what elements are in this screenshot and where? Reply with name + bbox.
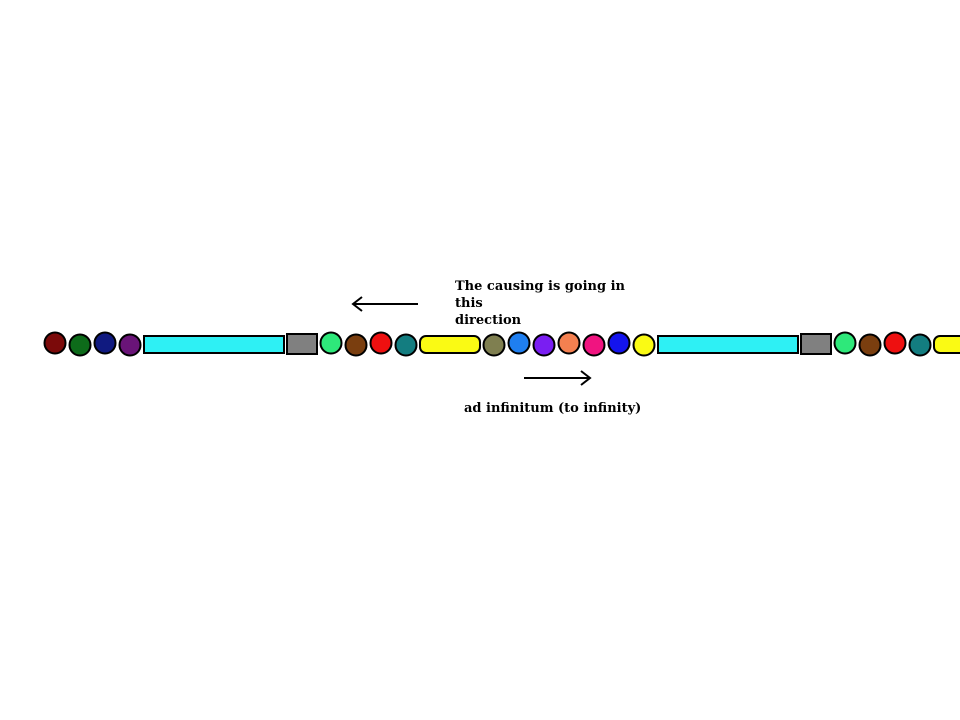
chain-link-circle	[607, 331, 631, 355]
chain-link-circle	[532, 333, 556, 357]
chain-link-circle	[833, 331, 857, 355]
chain-link-circle	[394, 333, 418, 357]
chain-link-pill	[419, 335, 481, 354]
chain-link-circle	[858, 333, 882, 357]
arrow-left-icon	[351, 296, 418, 312]
chain-link-circle	[507, 331, 531, 355]
chain-link-square	[800, 333, 832, 355]
direction-label-line-2: direction	[455, 313, 522, 328]
chain-link-square	[286, 333, 318, 355]
chain-link-circle	[344, 333, 368, 357]
chain-link-circle	[582, 333, 606, 357]
ad-infinitum-label: ad infinitum (to infinity)	[464, 401, 642, 416]
chain-link-circle	[118, 333, 142, 357]
direction-label-line-1: The causing is going in this	[455, 279, 625, 311]
chain-link-pill	[933, 335, 960, 354]
chain-link-circle	[632, 333, 656, 357]
chain-link-circle	[482, 333, 506, 357]
arrow-right-icon	[524, 370, 592, 386]
chain-link-circle	[43, 331, 67, 355]
direction-label: The causing is going in this direction	[455, 278, 655, 329]
chain-link-circle	[319, 331, 343, 355]
chain-link-circle	[908, 333, 932, 357]
chain-link-circle	[883, 331, 907, 355]
chain-link-circle	[68, 333, 92, 357]
causal-chain	[43, 331, 960, 357]
chain-link-circle	[557, 331, 581, 355]
chain-link-circle	[93, 331, 117, 355]
chain-link-circle	[369, 331, 393, 355]
chain-link-long-bar	[143, 335, 285, 354]
chain-link-long-bar	[657, 335, 799, 354]
